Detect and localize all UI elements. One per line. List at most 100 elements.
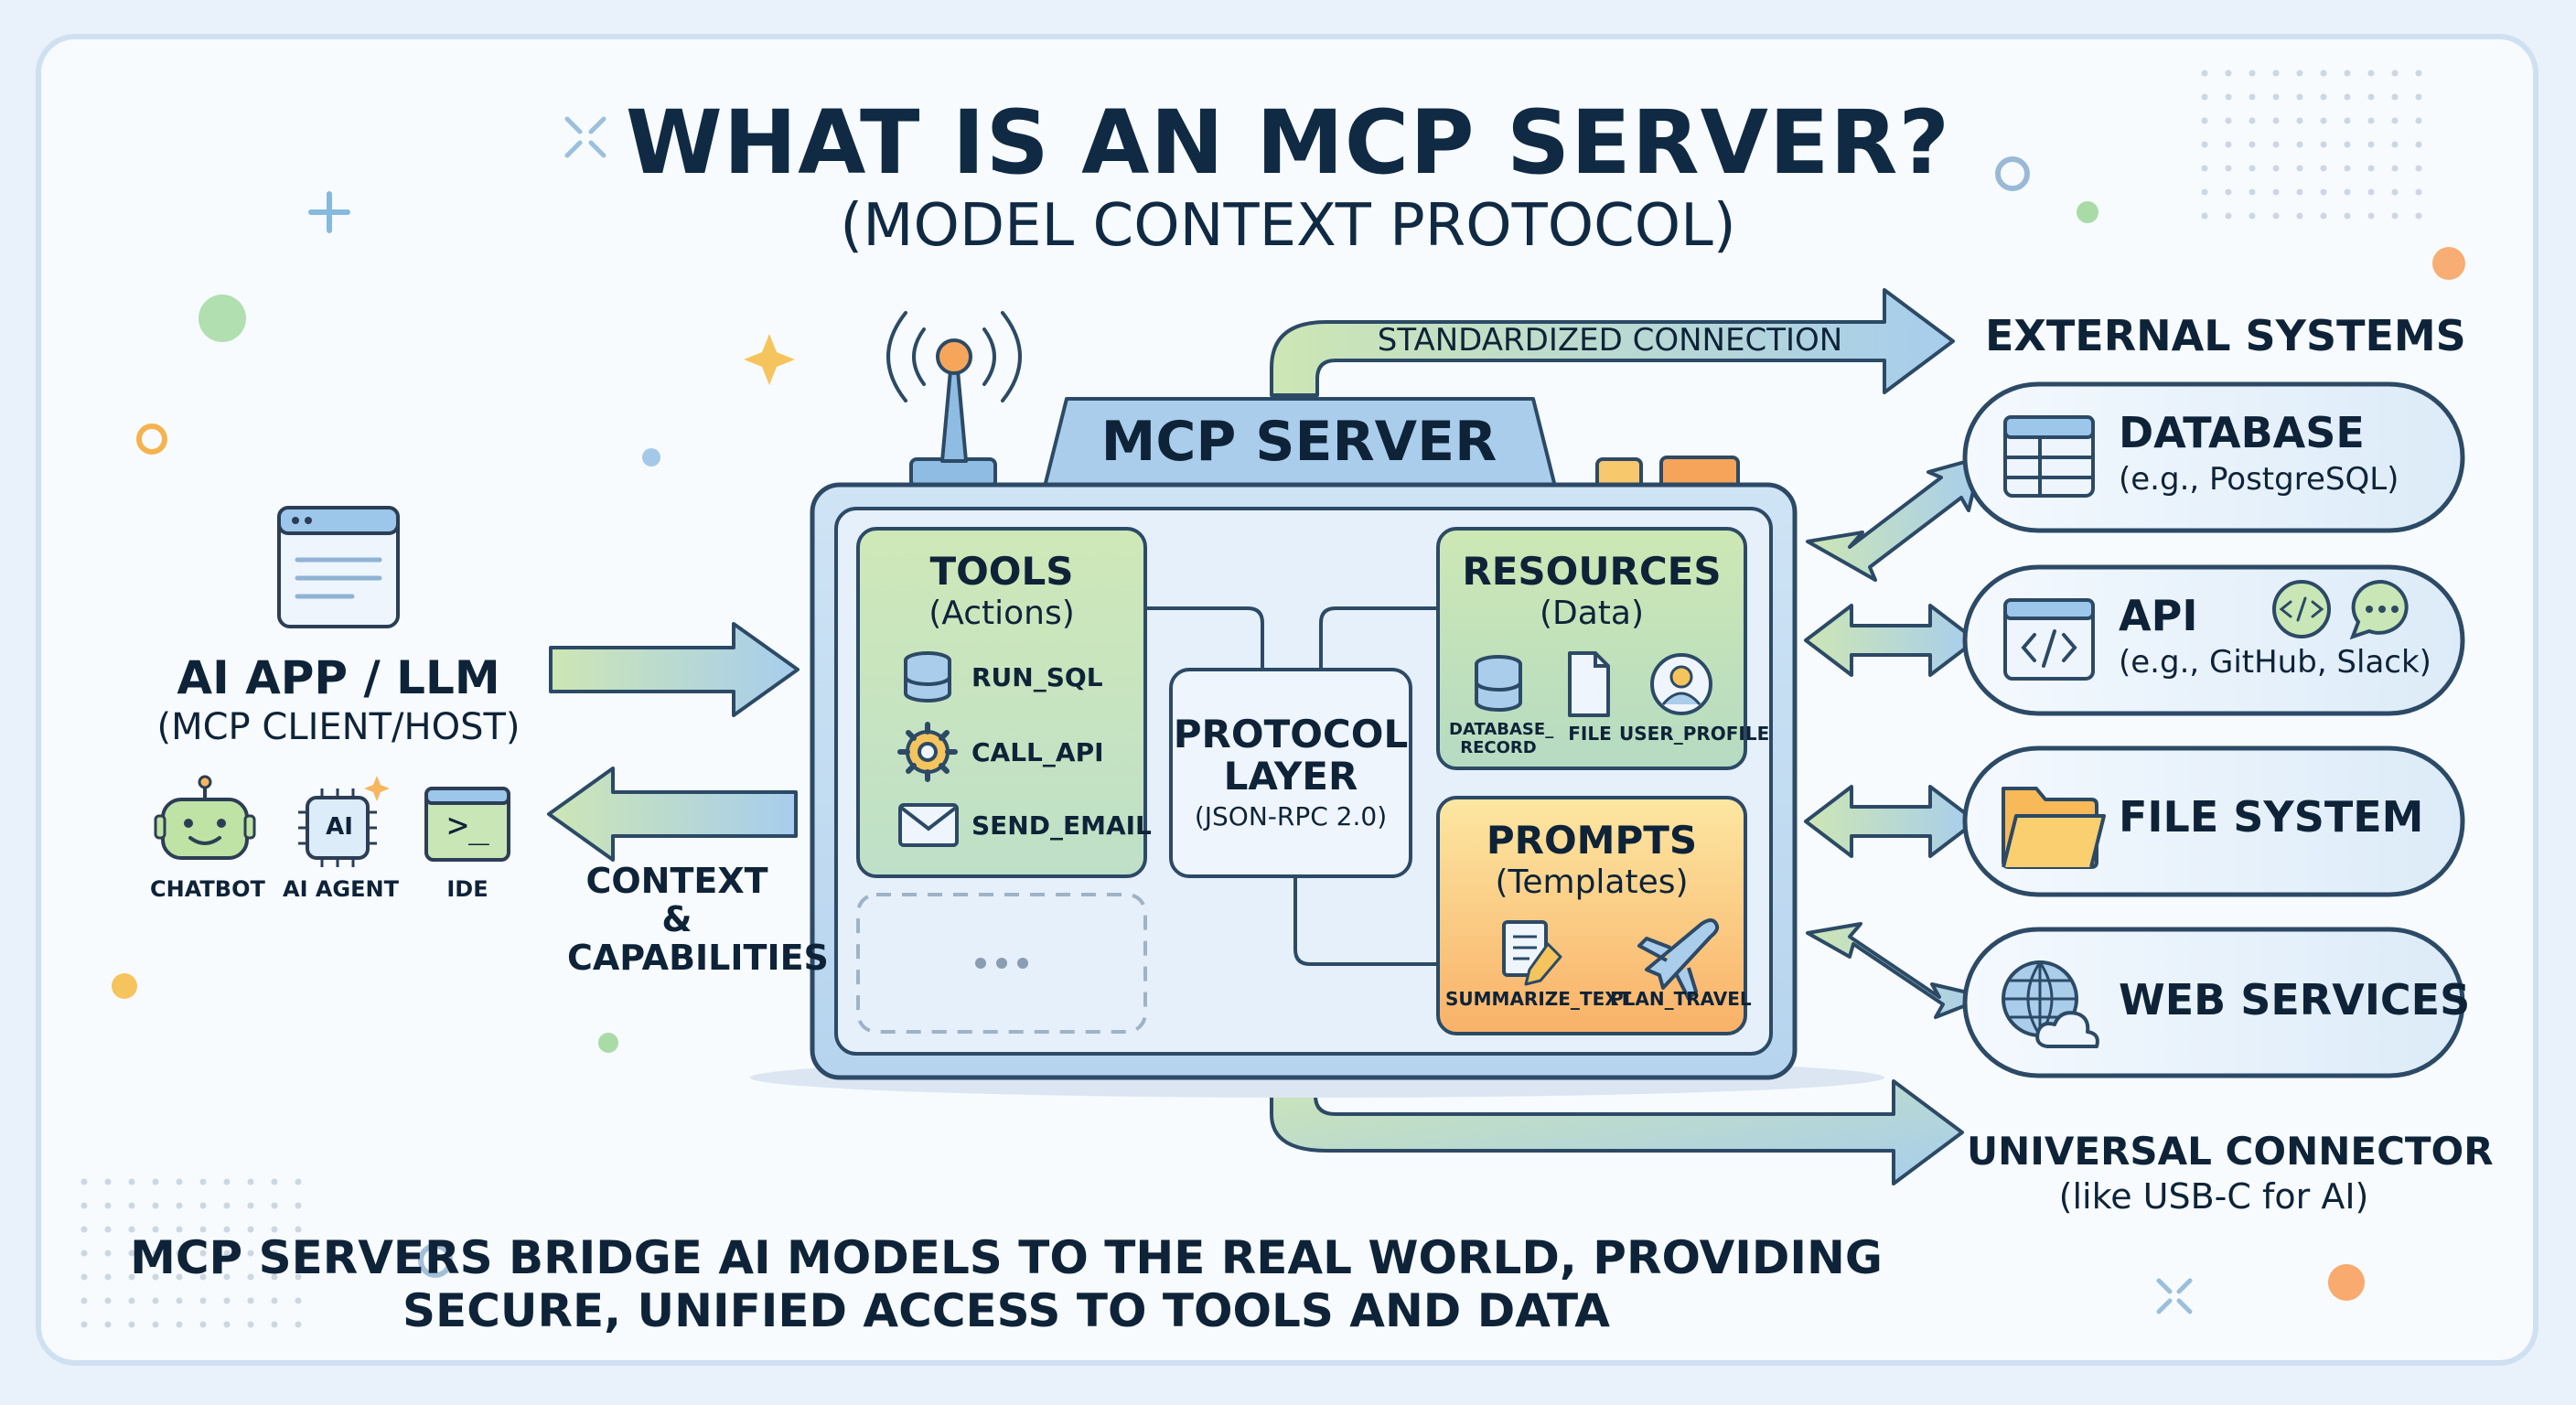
- decor-dot: [2415, 165, 2422, 172]
- decor-dot: [152, 1249, 159, 1257]
- decor-dot: [2296, 165, 2303, 172]
- system-web-services-name: WEB SERVICES: [2119, 975, 2471, 1024]
- decor-dot: [2391, 93, 2399, 101]
- ide-prompt-glyph: >_: [447, 805, 489, 845]
- server-title: MCP SERVER: [1100, 410, 1497, 474]
- decor-dot: [2344, 188, 2351, 196]
- decor-dot: [152, 1202, 159, 1209]
- page-title: WHAT IS AN MCP SERVER?: [625, 91, 1951, 194]
- decor-dot: [2296, 70, 2303, 77]
- decor-dot: [2367, 93, 2375, 101]
- decor-dot: [2201, 117, 2208, 124]
- prompt-summarize-text: SUMMARIZE_TEXT: [1445, 988, 1632, 1010]
- decor-dot: [2272, 141, 2280, 148]
- decor-dot: [80, 1273, 88, 1281]
- decor-dot: [176, 1178, 183, 1185]
- decor-dot: [176, 1202, 183, 1209]
- tools-title: TOOLS: [929, 549, 1074, 594]
- client-window-icon: [277, 506, 400, 628]
- decor-dot: [295, 1202, 302, 1209]
- decorations: [112, 116, 2465, 1314]
- envelope-icon: [898, 803, 959, 847]
- decor-dot: [223, 1321, 231, 1328]
- system-api-detail: (e.g., GitHub, Slack): [2119, 644, 2431, 681]
- decor-dot: [2201, 165, 2208, 172]
- decor-dot: [128, 1226, 135, 1233]
- context-capabilities-label: CONTEXT & CAPABILITIES: [567, 861, 829, 978]
- decor-dot: [2320, 117, 2327, 124]
- decor-dot: [2415, 212, 2422, 220]
- decor-dot: [152, 1321, 159, 1328]
- decor-dot: [2201, 93, 2208, 101]
- resource-file: FILE: [1568, 723, 1612, 745]
- decor-dot: [223, 1202, 231, 1209]
- decor-dot: [128, 1273, 135, 1281]
- decor-dot: [152, 1178, 159, 1185]
- decor-dot: [80, 1297, 88, 1304]
- decor-dot: [199, 1297, 207, 1304]
- decor-dot: [247, 1249, 254, 1257]
- system-database-detail: (e.g., PostgreSQL): [2119, 461, 2399, 498]
- tools-subtitle: (Actions): [928, 595, 1075, 632]
- decor-dot: [2296, 141, 2303, 148]
- decor-dot: [271, 1273, 278, 1281]
- chat-bubble-icon: [2349, 579, 2409, 640]
- protocol-title-line1: PROTOCOL: [1173, 712, 1409, 756]
- decor-dot: [104, 1226, 112, 1233]
- decor-dot: [223, 1249, 231, 1257]
- client-subtitle: (MCP CLIENT/HOST): [156, 706, 521, 748]
- decor-dot: [295, 1249, 302, 1257]
- decor-dot: [2415, 70, 2422, 77]
- decor-dot: [2272, 117, 2280, 124]
- decor-dot: [271, 1249, 278, 1257]
- page-subtitle: (MODEL CONTEXT PROTOCOL): [840, 192, 1736, 260]
- decor-dot: [2225, 165, 2232, 172]
- decor-dot: [2391, 165, 2399, 172]
- standardized-connection-arrow: [1270, 288, 1955, 397]
- decor-dot: [152, 1226, 159, 1233]
- user-profile-icon: [1650, 653, 1712, 715]
- decor-dot: [2367, 70, 2375, 77]
- decor-dot: [104, 1178, 112, 1185]
- external-arrows: [1804, 456, 1989, 1019]
- decor-dot: [223, 1178, 231, 1185]
- file-icon: [1568, 651, 1610, 717]
- protocol-title-line2: LAYER: [1223, 754, 1358, 799]
- decor-dot: [2320, 70, 2327, 77]
- decor-dot: [2249, 141, 2256, 148]
- decor-dot: [2391, 117, 2399, 124]
- decor-dot: [271, 1297, 278, 1304]
- decor-dot: [199, 1321, 207, 1328]
- decor-dot: [247, 1178, 254, 1185]
- decor-dot: [271, 1178, 278, 1185]
- decor-dot: [176, 1249, 183, 1257]
- database-record-icon: [1475, 655, 1522, 712]
- document-pencil-icon: [1502, 920, 1562, 986]
- decor-dot: [2367, 165, 2375, 172]
- decor-dot: [2272, 93, 2280, 101]
- client-title: AI APP / LLM: [177, 651, 500, 704]
- decor-dot: [2272, 212, 2280, 220]
- prompts-subtitle: (Templates): [1495, 863, 1689, 901]
- decor-dot: [271, 1321, 278, 1328]
- decor-dot: [295, 1321, 302, 1328]
- decor-dot: [2225, 70, 2232, 77]
- decor-dot: [199, 1178, 207, 1185]
- example-chatbot-label: CHATBOT: [150, 876, 265, 902]
- decor-dot: [199, 1273, 207, 1281]
- antenna-icon: [886, 311, 1022, 488]
- code-window-icon: [2003, 598, 2095, 681]
- decor-dot: [2415, 188, 2422, 196]
- decor-dot: [2296, 212, 2303, 220]
- resource-database-record: DATABASE_ RECORD: [1449, 720, 1554, 757]
- decor-dot: [80, 1321, 88, 1328]
- system-database-name: DATABASE: [2119, 408, 2365, 457]
- decor-dot: [223, 1297, 231, 1304]
- decor-dot: [104, 1202, 112, 1209]
- folder-icon: [2002, 787, 2106, 869]
- tool-run-sql: RUN_SQL: [971, 662, 1103, 692]
- connector-subtitle: (like USB-C for AI): [2058, 1176, 2369, 1217]
- decor-dot: [2391, 141, 2399, 148]
- decor-dot: [295, 1273, 302, 1281]
- tools-panel: [856, 527, 1147, 878]
